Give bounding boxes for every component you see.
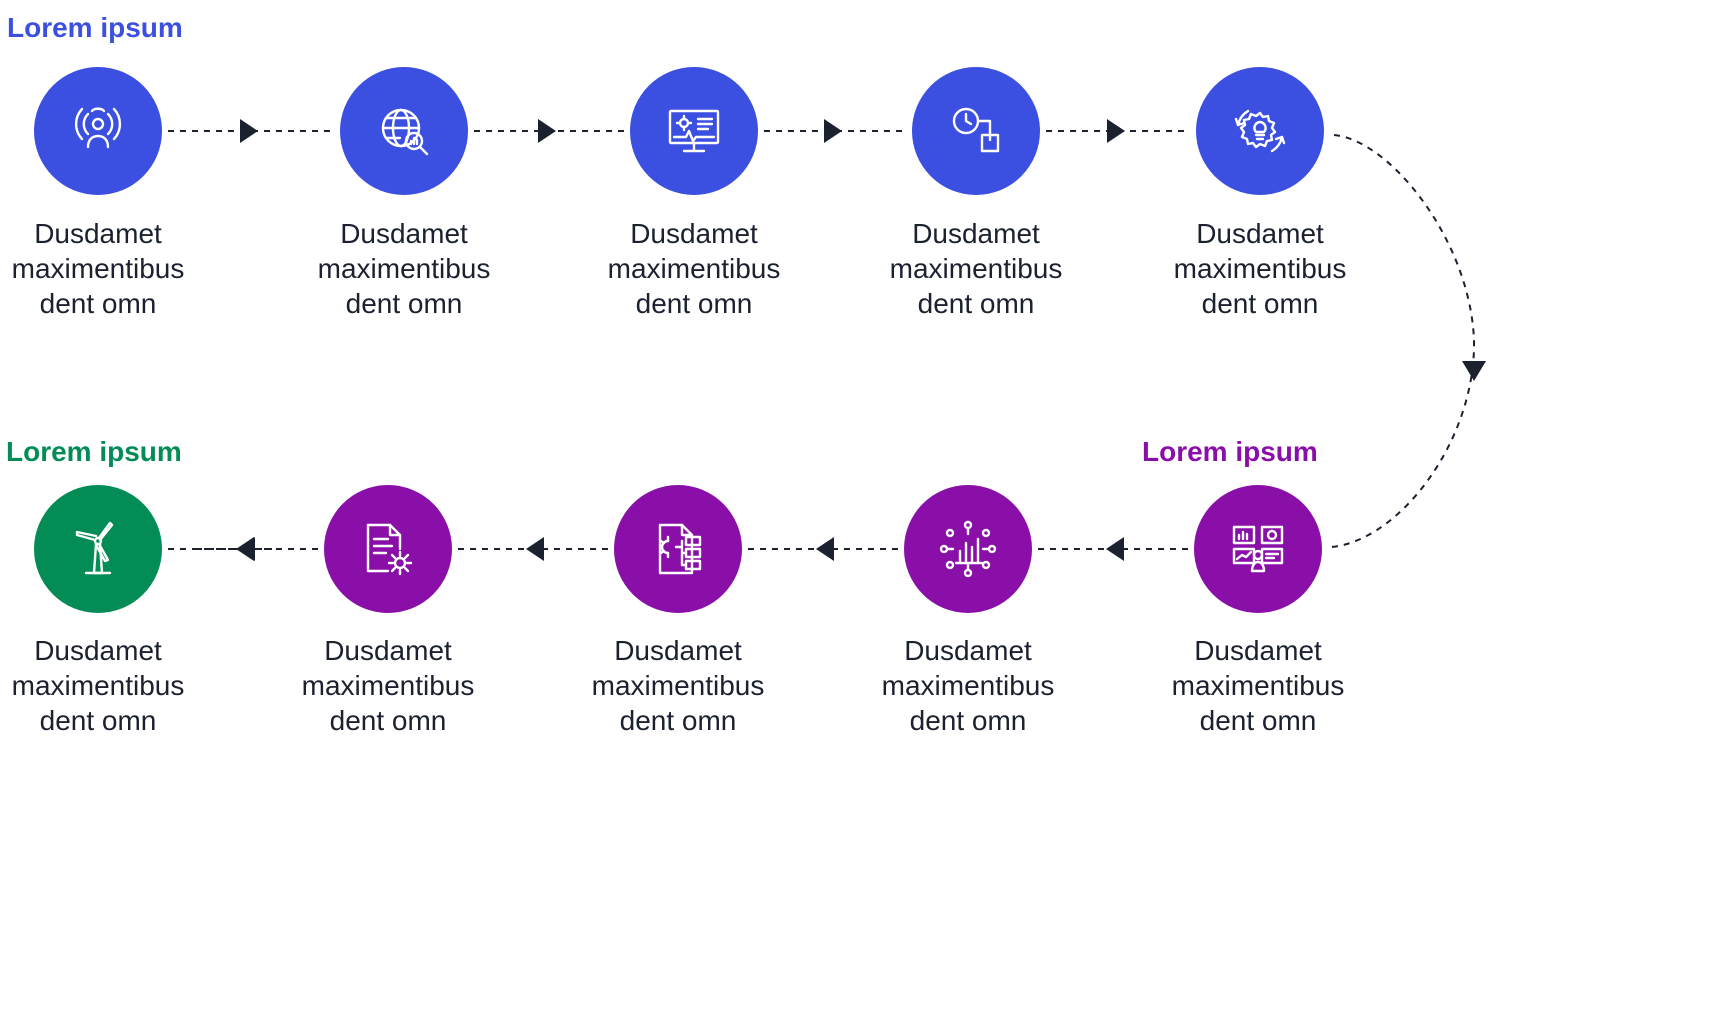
step-caption-line3: dent omn — [909, 705, 1027, 736]
step-caption-line3: dent omn — [39, 288, 157, 319]
step-caption-line2: maximentibus — [1173, 253, 1347, 284]
step-node-10 — [34, 485, 162, 613]
step-caption-2: Dusdamet maximentibus dent omn — [284, 216, 524, 321]
step-node-7 — [904, 485, 1032, 613]
connector-arrow-left — [1106, 537, 1124, 561]
document-flow-icon — [646, 517, 710, 581]
connector-arrow-left — [816, 537, 834, 561]
step-node-5 — [1196, 67, 1324, 195]
step-caption-line1: Dusdamet — [904, 635, 1032, 666]
step-caption-line3: dent omn — [39, 705, 157, 736]
step-caption-line3: dent omn — [917, 288, 1035, 319]
dashboard-person-icon — [1226, 517, 1290, 581]
monitor-settings-icon — [662, 99, 726, 163]
step-caption-line1: Dusdamet — [324, 635, 452, 666]
step-caption-line1: Dusdamet — [34, 218, 162, 249]
signal-person-icon — [66, 99, 130, 163]
step-caption-line2: maximentibus — [1171, 670, 1345, 701]
step-caption-line2: maximentibus — [607, 253, 781, 284]
step-caption-line2: maximentibus — [301, 670, 475, 701]
step-node-6 — [1194, 485, 1322, 613]
step-node-8 — [614, 485, 742, 613]
curved-connector-line — [1331, 134, 1476, 548]
network-chart-icon — [936, 517, 1000, 581]
gear-bulb-cycle-icon — [1228, 99, 1292, 163]
step-caption-line1: Dusdamet — [1194, 635, 1322, 666]
wind-turbine-icon — [66, 517, 130, 581]
connector-arrow-right — [1107, 119, 1125, 143]
document-gear-icon — [356, 517, 420, 581]
step-caption-line1: Dusdamet — [1196, 218, 1324, 249]
step-caption-line1: Dusdamet — [34, 635, 162, 666]
step-caption-line3: dent omn — [1201, 288, 1319, 319]
step-caption-line2: maximentibus — [11, 253, 185, 284]
step-caption-3: Dusdamet maximentibus dent omn — [574, 216, 814, 321]
step-caption-8: Dusdamet maximentibus dent omn — [558, 633, 798, 738]
connector-arrow-right — [824, 119, 842, 143]
step-caption-line1: Dusdamet — [614, 635, 742, 666]
step-caption-line2: maximentibus — [889, 253, 1063, 284]
section-label-start: Lorem ipsum — [7, 12, 183, 43]
step-node-3 — [630, 67, 758, 195]
step-caption-line1: Dusdamet — [340, 218, 468, 249]
connector-arrow-left — [237, 537, 255, 561]
step-caption-10: Dusdamet maximentibus dent omn — [0, 633, 218, 738]
connector-arrow-down — [1462, 361, 1486, 381]
step-caption-9: Dusdamet maximentibus dent omn — [268, 633, 508, 738]
step-caption-5: Dusdamet maximentibus dent omn — [1140, 216, 1380, 321]
step-node-4 — [912, 67, 1040, 195]
step-caption-line2: maximentibus — [317, 253, 491, 284]
connector-arrow-left — [526, 537, 544, 561]
connector-arrow-right — [538, 119, 556, 143]
step-caption-line3: dent omn — [329, 705, 447, 736]
section-label-middle: Lorem ipsum — [1142, 436, 1318, 467]
step-caption-7: Dusdamet maximentibus dent omn — [848, 633, 1088, 738]
step-caption-line1: Dusdamet — [630, 218, 758, 249]
step-caption-1: Dusdamet maximentibus dent omn — [0, 216, 218, 321]
globe-search-icon — [372, 99, 436, 163]
step-caption-line2: maximentibus — [11, 670, 185, 701]
step-caption-4: Dusdamet maximentibus dent omn — [856, 216, 1096, 321]
step-node-9 — [324, 485, 452, 613]
step-caption-line3: dent omn — [345, 288, 463, 319]
step-caption-line3: dent omn — [1199, 705, 1317, 736]
step-caption-line1: Dusdamet — [912, 218, 1040, 249]
step-caption-line2: maximentibus — [881, 670, 1055, 701]
connector-arrow-right — [240, 119, 258, 143]
section-label-end: Lorem ipsum — [6, 436, 182, 467]
step-caption-6: Dusdamet maximentibus dent omn — [1138, 633, 1378, 738]
clock-box-icon — [944, 99, 1008, 163]
step-caption-line3: dent omn — [619, 705, 737, 736]
step-caption-line3: dent omn — [635, 288, 753, 319]
step-caption-line2: maximentibus — [591, 670, 765, 701]
step-node-2 — [340, 67, 468, 195]
step-node-1 — [34, 67, 162, 195]
